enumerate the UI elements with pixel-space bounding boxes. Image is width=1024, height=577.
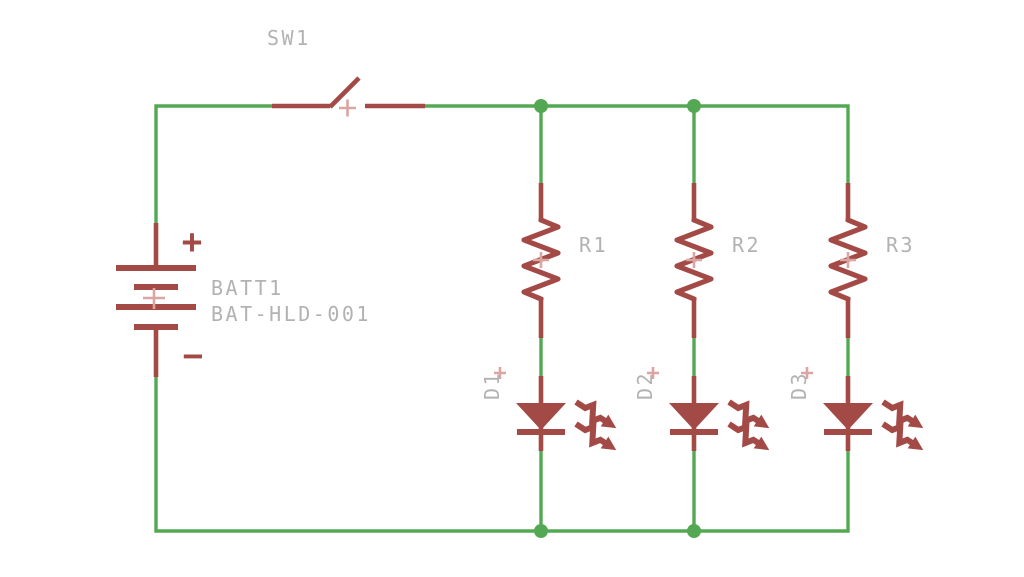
- led-emission-arrow-icon: [574, 399, 617, 429]
- origin-cross-icon: [339, 99, 356, 117]
- origin-cross-icon: [494, 367, 506, 379]
- resistor-r2[interactable]: R2: [674, 183, 761, 338]
- led-refdes-label[interactable]: D3: [787, 371, 811, 400]
- origin-cross-icon: [647, 367, 659, 379]
- led-d3[interactable]: D3: [787, 367, 927, 456]
- origin-cross-icon: [686, 252, 702, 268]
- wire-segment[interactable]: [154, 104, 274, 225]
- led-d2[interactable]: D2: [633, 367, 773, 456]
- battery-refdes-label[interactable]: BATT1: [211, 276, 284, 300]
- wire-segment[interactable]: [423, 104, 850, 185]
- led-emission-arrow-icon: [574, 421, 617, 451]
- net-wires: [154, 99, 850, 538]
- switch-blade[interactable]: [328, 76, 361, 109]
- resistor-r1[interactable]: R1: [521, 183, 608, 338]
- junction-dot: [534, 99, 548, 113]
- battery-batt1[interactable]: + − BATT1 BAT-HLD-001: [116, 222, 371, 377]
- origin-cross-icon: [533, 252, 549, 268]
- switch-sw1[interactable]: SW1: [267, 26, 425, 117]
- led-d1[interactable]: D1: [480, 367, 620, 456]
- led-refdes-label[interactable]: D2: [633, 371, 657, 400]
- resistor-refdes-label[interactable]: R3: [886, 233, 915, 257]
- junction-dot: [534, 524, 548, 538]
- resistor-refdes-label[interactable]: R2: [732, 233, 761, 257]
- led-emission-arrow-icon: [727, 399, 770, 429]
- junction-dot: [687, 99, 701, 113]
- junction-dot: [687, 524, 701, 538]
- origin-cross-icon: [840, 252, 856, 268]
- led-emission-arrow-icon: [727, 421, 770, 451]
- origin-cross-icon: [801, 367, 813, 379]
- battery-minus-marker: −: [183, 336, 203, 376]
- origin-cross-icon: [143, 288, 165, 309]
- battery-value-label[interactable]: BAT-HLD-001: [211, 302, 371, 326]
- led-triangle[interactable]: [823, 403, 873, 430]
- resistor-refdes-label[interactable]: R1: [579, 233, 608, 257]
- led-triangle[interactable]: [516, 403, 566, 430]
- led-triangle[interactable]: [669, 403, 719, 430]
- wire-segment[interactable]: [154, 375, 850, 533]
- resistor-r3[interactable]: R3: [828, 183, 915, 338]
- led-emission-arrow-icon: [881, 399, 924, 429]
- led-emission-arrow-icon: [881, 421, 924, 451]
- led-refdes-label[interactable]: D1: [480, 371, 504, 400]
- switch-refdes-label[interactable]: SW1: [267, 26, 311, 50]
- battery-plus-marker: +: [182, 222, 202, 262]
